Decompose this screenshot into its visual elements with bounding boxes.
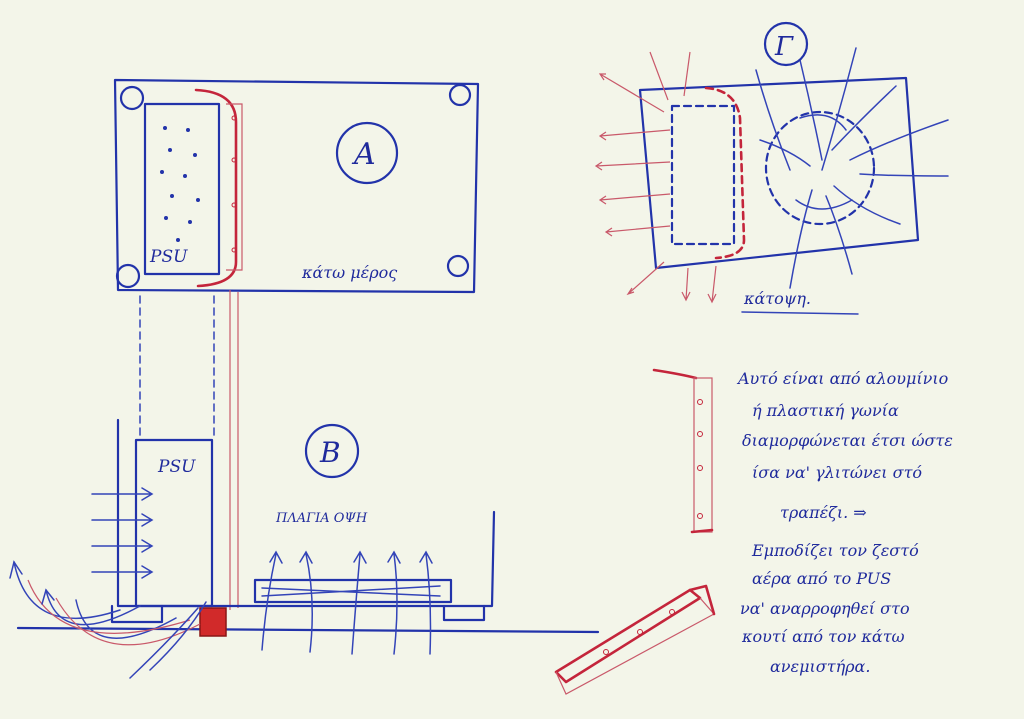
view-g-label: Γ bbox=[774, 32, 794, 62]
bottom-fan bbox=[253, 578, 453, 604]
bracket-red-bottom bbox=[194, 88, 238, 288]
note-line-9: κουτί από τον κάτω bbox=[741, 627, 905, 646]
bracket-flange bbox=[226, 103, 243, 271]
handwritten-note: Αυτό είναι από αλουμίνιο ή πλαστική γωνί… bbox=[736, 369, 953, 676]
note-line-7: αέρα από το PUS bbox=[752, 569, 891, 588]
psu-outline-top bbox=[670, 104, 736, 246]
foot-top-right bbox=[448, 83, 472, 107]
caption-side-view: ΠΛΑΓΙΑ ΟΨΗ bbox=[275, 511, 368, 526]
table-surface bbox=[16, 626, 600, 634]
view-b-circle bbox=[304, 423, 360, 479]
view-a-circle bbox=[335, 121, 399, 185]
view-g-top: Γ κάτοψη. bbox=[594, 21, 949, 315]
fan-blades bbox=[261, 585, 441, 597]
psu-outline-bottom bbox=[143, 102, 221, 276]
caption-top-view: κάτοψη. bbox=[743, 289, 811, 308]
psu-exhaust-arrows bbox=[91, 487, 154, 579]
note-line-4: ίσα να' γλιτώνει στό bbox=[752, 463, 922, 482]
hot-air-recirculation-arrows bbox=[9, 560, 207, 679]
psu-label-bottom: PSU bbox=[149, 247, 188, 267]
bracket-screw-holes bbox=[231, 115, 237, 253]
bracket-red-top bbox=[704, 86, 746, 260]
note-line-6: Εμποδίζει τον ζεστό bbox=[751, 541, 919, 560]
case-outline-bottom bbox=[113, 78, 480, 294]
foot-bottom-right bbox=[446, 254, 470, 278]
case-outline-top bbox=[638, 76, 920, 270]
projection-lines bbox=[139, 290, 239, 610]
note-line-3: διαμορφώνεται έτσι ώστε bbox=[742, 431, 953, 450]
note-line-1: Αυτό είναι από αλουμίνιο bbox=[736, 369, 948, 388]
view-g-circle bbox=[763, 21, 809, 67]
note-line-5: τραπέζι. ⇒ bbox=[780, 503, 867, 522]
bracket-detail-iso bbox=[554, 584, 716, 695]
foot-bottom-left bbox=[115, 263, 141, 289]
note-line-2: ή πλαστική γωνία bbox=[752, 401, 899, 420]
exhaust-arrows-top bbox=[594, 51, 717, 304]
case-outline-side bbox=[116, 418, 496, 608]
psu-vent-holes bbox=[160, 126, 200, 242]
fan-swirl bbox=[795, 114, 853, 210]
foot-top-left bbox=[119, 85, 145, 111]
psu-outline-side bbox=[134, 438, 214, 608]
note-line-8: να' αναρροφηθεί στο bbox=[740, 599, 910, 618]
fan-intake-arrows bbox=[261, 550, 433, 655]
view-a-label: A bbox=[351, 137, 376, 172]
view-b-label: B bbox=[319, 436, 341, 469]
psu-label-side: PSU bbox=[157, 457, 196, 477]
caption-bottom-view: κάτω μέρος bbox=[301, 263, 397, 282]
bracket-red-side bbox=[199, 607, 227, 637]
view-b-side: PSU B bbox=[9, 418, 600, 679]
view-a-bottom: PSU A κάτω μέρος bbox=[113, 78, 480, 294]
rear-foot bbox=[442, 604, 486, 622]
caption-underline bbox=[741, 311, 859, 315]
bracket-detail-front bbox=[652, 368, 714, 534]
front-foot bbox=[110, 604, 164, 624]
fan-circle-top bbox=[764, 110, 876, 226]
note-line-10: ανεμιστήρα. bbox=[770, 657, 870, 676]
intake-arrows-top bbox=[755, 47, 949, 289]
